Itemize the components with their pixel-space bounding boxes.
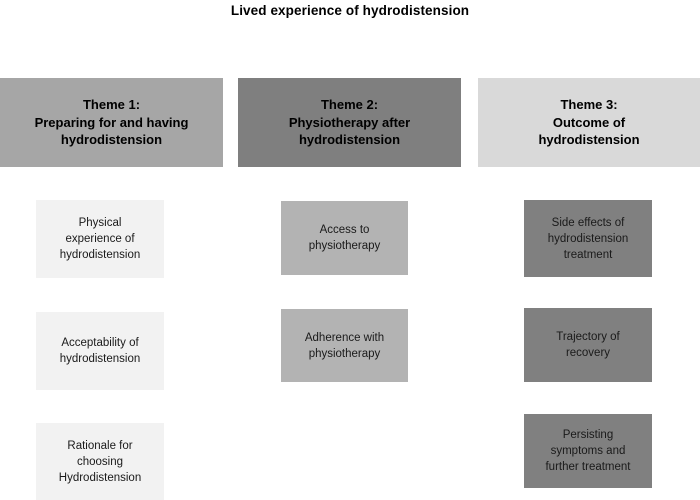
theme-header-3: Theme 3: Outcome of hydrodistension — [478, 78, 700, 167]
subtheme-label-1-3: Rationale for choosing Hydrodistension — [58, 439, 142, 484]
subtheme-box-2-1: Access to physiotherapy — [281, 201, 408, 275]
subtheme-label-2-1: Access to physiotherapy — [308, 224, 381, 252]
subtheme-box-1-3: Rationale for choosing Hydrodistension — [36, 423, 164, 500]
subtheme-box-3-1: Side effects of hydrodistension treatmen… — [524, 200, 652, 277]
theme-header-1: Theme 1: Preparing for and having hydrod… — [0, 78, 223, 167]
theme-header-2-label: Theme 2: Physiotherapy after hydrodisten… — [288, 97, 411, 148]
subtheme-label-1-1: Physical experience of hydrodistension — [59, 217, 141, 261]
theme-header-3-label: Theme 3: Outcome of hydrodistension — [538, 97, 640, 148]
subtheme-box-1-1: Physical experience of hydrodistension — [36, 200, 164, 278]
theme-header-1-label: Theme 1: Preparing for and having hydrod… — [34, 97, 189, 148]
subtheme-box-1-2: Acceptability of hydrodistension — [36, 312, 164, 390]
subtheme-label-3-1: Side effects of hydrodistension treatmen… — [547, 216, 629, 261]
subtheme-label-1-2: Acceptability of hydrodistension — [59, 337, 141, 365]
subtheme-label-2-2: Adherence with physiotherapy — [304, 331, 385, 360]
subtheme-box-2-2: Adherence with physiotherapy — [281, 309, 408, 382]
theme-header-2: Theme 2: Physiotherapy after hydrodisten… — [238, 78, 461, 167]
subtheme-box-3-2: Trajectory of recovery — [524, 308, 652, 382]
subtheme-box-3-3: Persisting symptoms and further treatmen… — [524, 414, 652, 488]
subtheme-label-3-2: Trajectory of recovery — [556, 331, 620, 359]
page-title: Lived experience of hydrodistension — [230, 3, 470, 18]
subtheme-label-3-3: Persisting symptoms and further treatmen… — [545, 429, 631, 473]
